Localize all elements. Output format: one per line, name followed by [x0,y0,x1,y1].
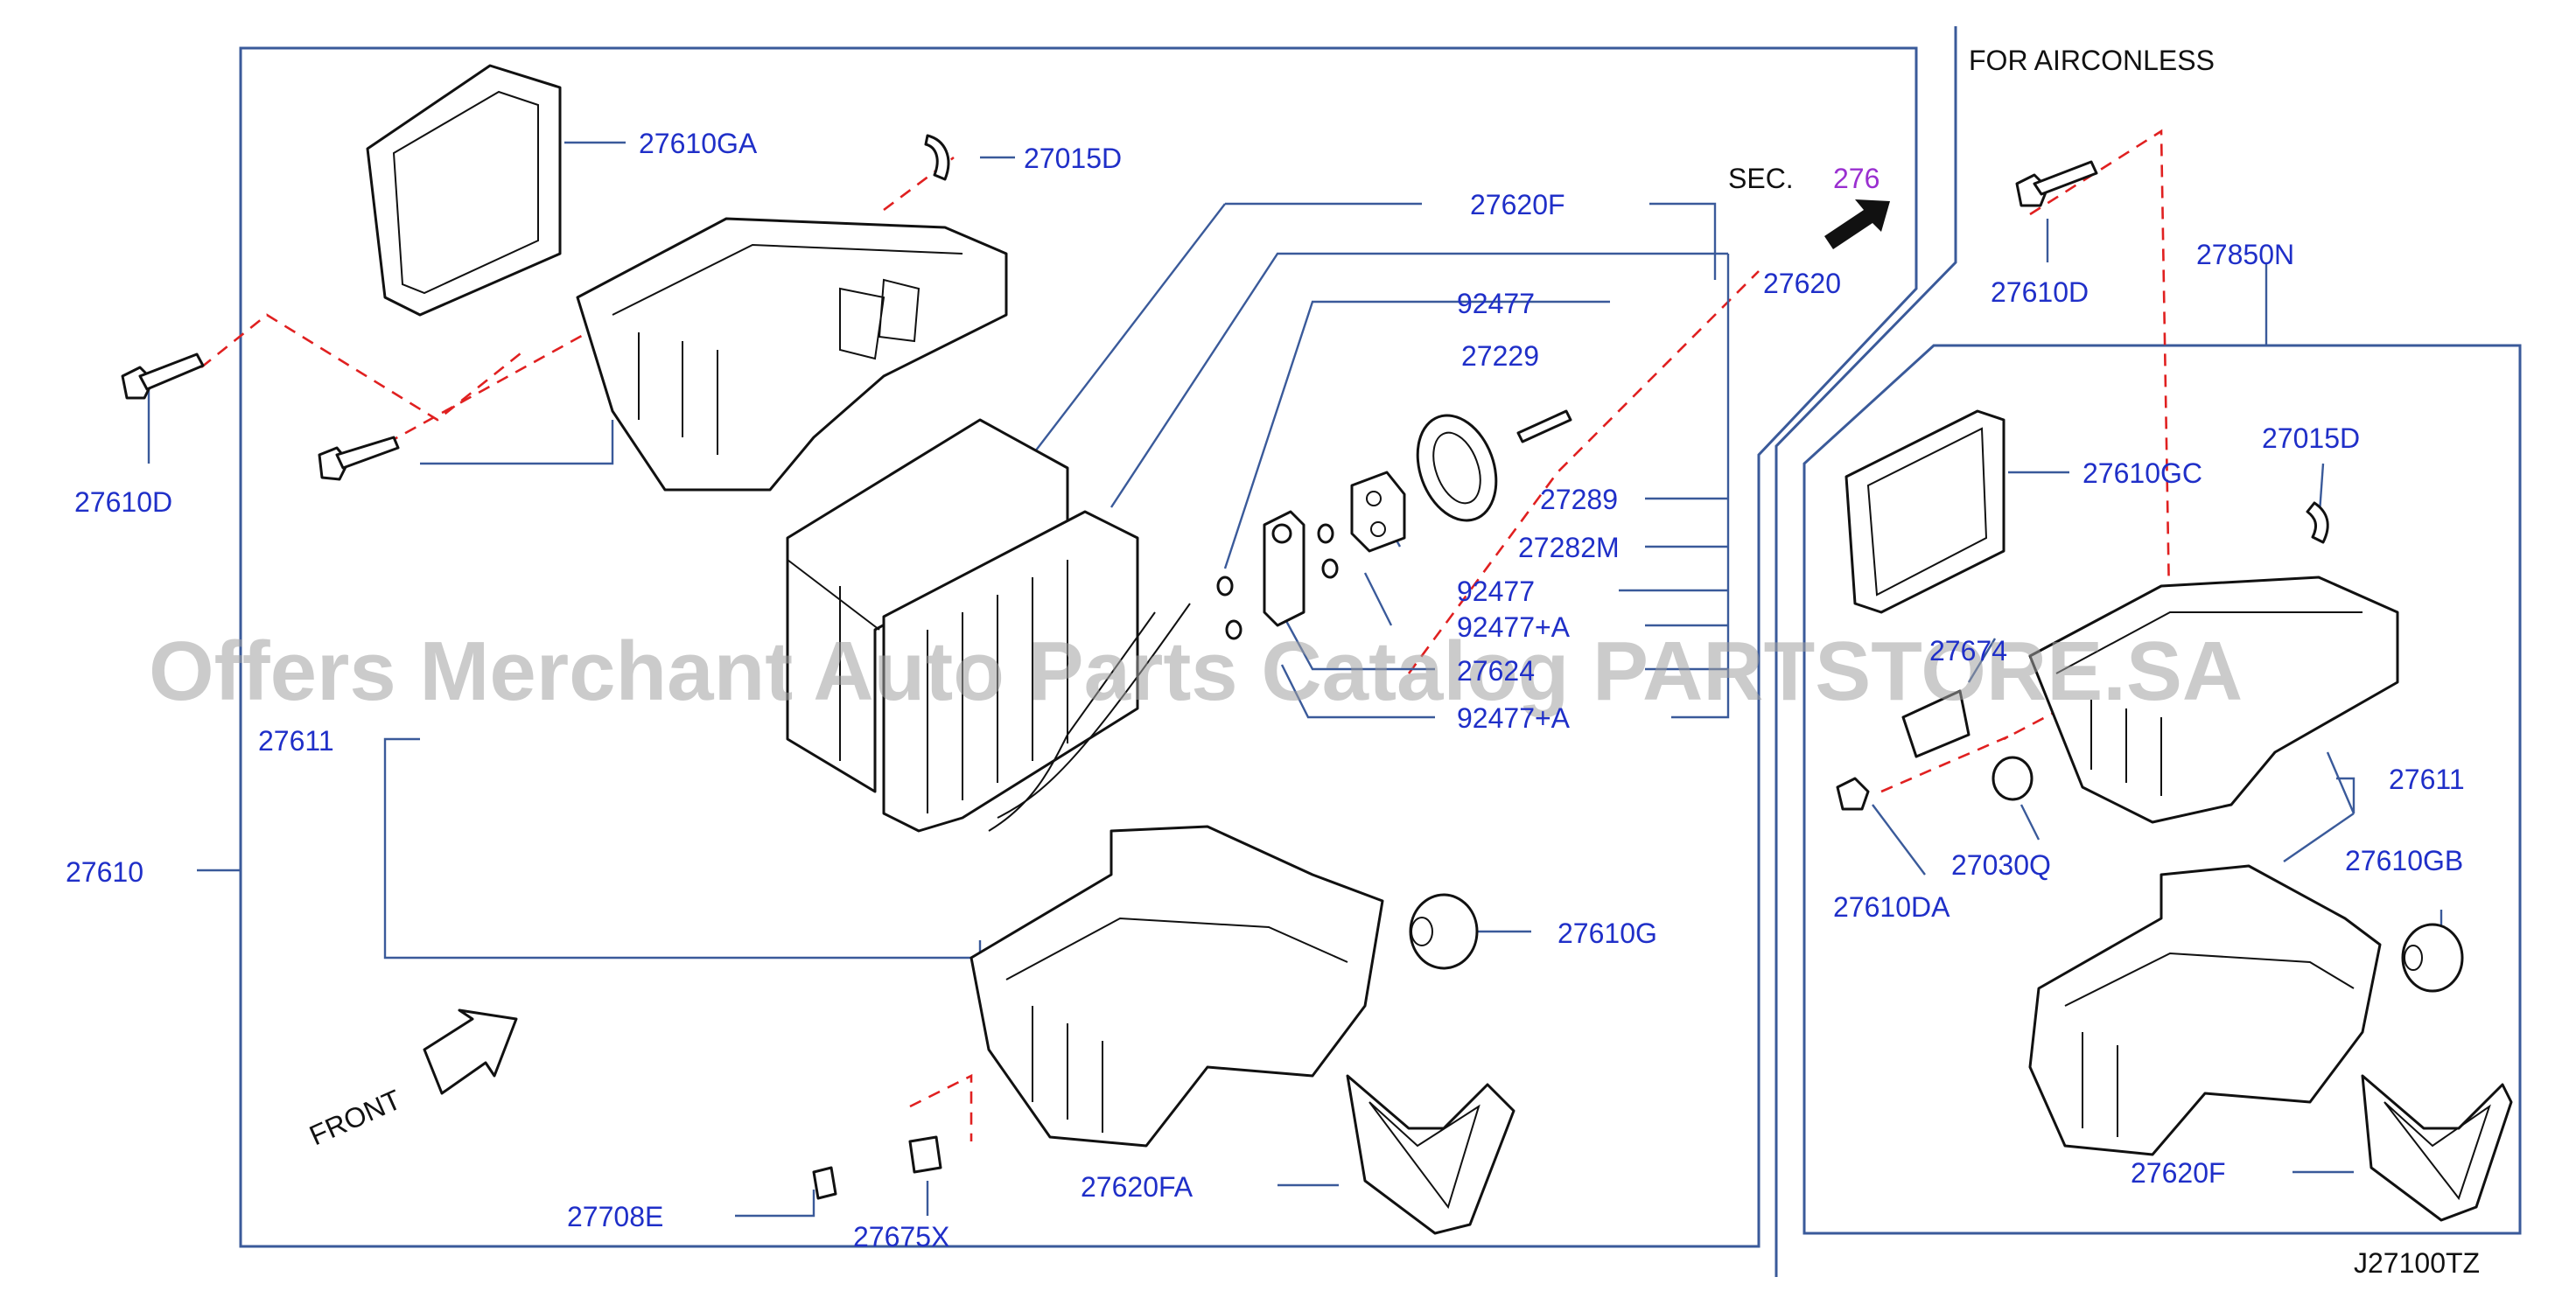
label-27620[interactable]: 27620 [1763,268,1841,299]
clip-27675X-icon [908,1135,942,1174]
upper-case-icon [576,217,1008,492]
dash-lower-clip [909,1073,973,1141]
divider-line [1774,26,1957,1277]
sec-reference-link[interactable]: 276 [1833,163,1880,194]
airconless-note: FOR AIRCONLESS [1969,45,2215,76]
clip-27708E-icon [812,1166,837,1200]
dash-screw-left [200,313,526,422]
label-27610D-airconless[interactable]: 27610D [1991,276,2089,308]
label-27850N[interactable]: 27850N [2196,239,2294,270]
dash-airconless-screw [1880,733,2013,793]
label-27610[interactable]: 27610 [66,856,144,888]
label-92477-lower[interactable]: 92477 [1457,576,1535,607]
label-27610GB[interactable]: 27610GB [2345,845,2463,876]
airconless-bracket-icon [1901,689,1970,758]
label-27610GA[interactable]: 27610GA [639,128,758,159]
expansion-valve-icon [1263,510,1306,627]
label-27620FA[interactable]: 27620FA [1081,1171,1194,1203]
evaporator-core-icon [882,510,1191,833]
airconless-clip-icon [2306,501,2329,544]
label-27620F-main[interactable]: 27620F [1470,189,1565,220]
label-92477A-upper[interactable]: 92477+A [1457,611,1571,643]
label-27611-main[interactable]: 27611 [258,725,334,757]
airconless-screw-top-icon [2015,160,2098,207]
screw-left-icon [121,352,205,400]
airconless-upper-case-icon [2028,576,2399,824]
lower-case-icon [970,825,1384,1148]
label-27610D-main[interactable]: 27610D [74,486,172,518]
insulator-block-icon [1350,471,1406,553]
airconless-screw-lower-icon [1836,777,1870,811]
filter-frame-lower-icon [1346,1074,1516,1235]
airconless-assembly-frame [1802,344,2522,1235]
watermark-text: Offers Merchant Auto Parts Catalog PARTS… [149,625,2243,718]
label-27015D-main[interactable]: 27015D [1024,143,1122,174]
label-27624[interactable]: 27624 [1457,655,1535,687]
label-27282M[interactable]: 27282M [1518,532,1620,563]
airconless-grommet-icon [2401,923,2464,993]
label-27229[interactable]: 27229 [1461,340,1539,372]
airconless-filter-frame-lower-icon [2361,1074,2513,1222]
label-27610DA[interactable]: 27610DA [1833,891,1950,923]
label-92477-upper[interactable]: 92477 [1457,288,1535,319]
label-27674[interactable]: 27674 [1929,635,2007,666]
label-27030Q[interactable]: 27030Q [1951,849,2051,881]
label-27289[interactable]: 27289 [1540,484,1618,515]
leader-lines [147,141,2443,1218]
filter-frame-upper [366,64,562,317]
screw-lower-icon [318,436,400,481]
sec-prefix: SEC. [1728,163,1794,194]
front-arrow-icon [423,1008,518,1095]
diagram-code: J27100TZ [2354,1247,2480,1279]
sec-arrow-icon [1824,199,1890,249]
front-label: FRONT [304,1084,405,1152]
label-27708E[interactable]: 27708E [567,1201,663,1232]
grommet-ring-icon [1416,414,1498,522]
airconless-plug-icon [1992,756,2034,801]
label-92477A-lower[interactable]: 92477+A [1457,702,1571,734]
label-27610GC[interactable]: 27610GC [2082,457,2202,489]
label-27610G[interactable]: 27610G [1558,918,1657,949]
airconless-lower-case-icon [2028,864,2382,1156]
label-27015D-airconless[interactable]: 27015D [2262,422,2360,454]
label-27675X[interactable]: 27675X [853,1221,949,1253]
airconless-filter-frame-icon [1844,409,2006,614]
main-assembly-frame [239,46,1918,1248]
label-27611-airconless[interactable]: 27611 [2389,764,2465,795]
grommet-27610G-icon [1409,893,1479,970]
clip-upper-icon [924,134,950,181]
label-27620F-airconless[interactable]: 27620F [2131,1157,2226,1189]
bolt-27229-icon [1516,409,1572,443]
o-ring-icons [1216,523,1339,640]
